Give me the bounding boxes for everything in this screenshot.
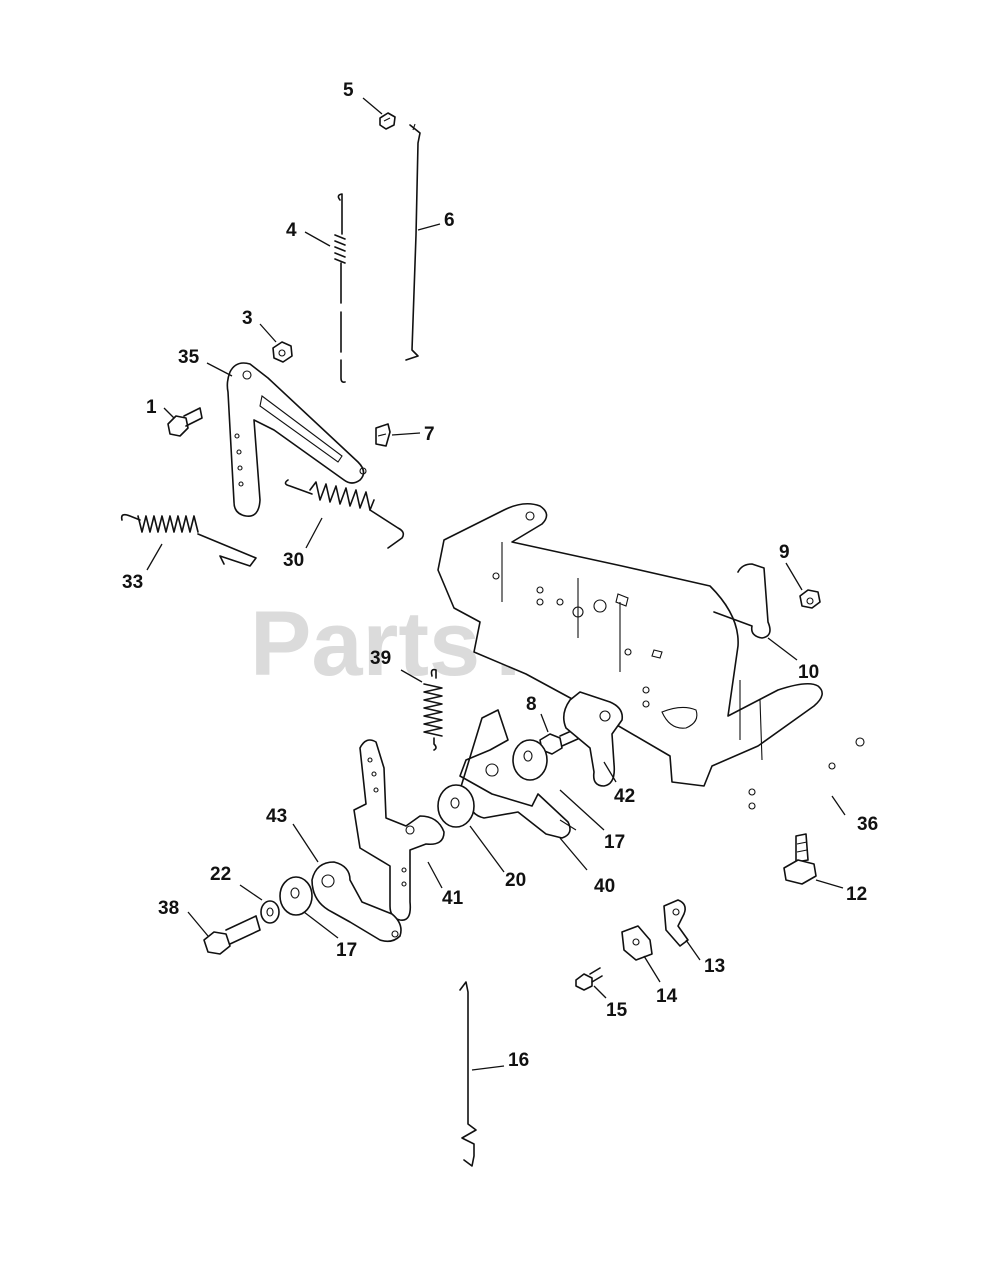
part-20-washer — [437, 784, 475, 828]
callout-7: 7 — [424, 424, 435, 445]
part-22-washer — [260, 900, 280, 924]
callout-16: 16 — [508, 1050, 529, 1071]
callout-40: 40 — [594, 876, 615, 897]
part-7-clip — [375, 423, 391, 447]
part-9-nut — [799, 589, 821, 609]
callout-30: 30 — [283, 550, 304, 571]
callout-4: 4 — [286, 220, 297, 241]
part-30-spring — [284, 479, 405, 549]
callout-14: 14 — [656, 986, 678, 1007]
callout-numbers: 5 6 4 3 35 1 7 30 33 39 8 9 10 42 36 12 … — [122, 80, 878, 1071]
part-3-nut — [272, 341, 293, 363]
callout-17-lower: 17 — [336, 940, 357, 961]
part-38-bolt — [203, 915, 261, 955]
part-17-washer-upper — [512, 739, 548, 781]
part-12-bolt — [783, 833, 817, 885]
callout-12: 12 — [846, 884, 867, 905]
part-39-spring — [423, 668, 443, 751]
callout-3: 3 — [242, 308, 253, 329]
callout-43: 43 — [266, 806, 287, 827]
callout-20: 20 — [505, 870, 526, 891]
callout-36: 36 — [857, 814, 878, 835]
part-35-bracket — [226, 362, 367, 517]
part-1-bolt — [167, 407, 203, 437]
part-43-link-plate — [311, 861, 402, 943]
callout-8: 8 — [526, 694, 537, 715]
leader-lines — [146, 97, 846, 1071]
part-10-wire-spring — [713, 563, 771, 639]
callout-5: 5 — [343, 80, 354, 101]
callout-17-upper: 17 — [604, 832, 625, 853]
callout-13: 13 — [704, 956, 725, 977]
callout-38: 38 — [158, 898, 179, 919]
callout-1: 1 — [146, 397, 157, 418]
part-36-control-plate — [437, 502, 865, 810]
callout-35: 35 — [178, 347, 200, 368]
part-33-spring — [120, 513, 257, 567]
callout-9: 9 — [779, 542, 790, 563]
part-13-clamp — [663, 899, 689, 947]
part-14-clip — [621, 925, 653, 961]
part-15-screw — [575, 967, 603, 991]
part-41-lever — [353, 739, 445, 921]
part-4-spring-wire — [334, 193, 346, 383]
callout-41: 41 — [442, 888, 464, 909]
callout-39: 39 — [370, 648, 391, 669]
callout-6: 6 — [444, 210, 455, 231]
callout-15: 15 — [606, 1000, 628, 1021]
callout-22: 22 — [210, 864, 231, 885]
part-16-rod — [459, 981, 477, 1167]
part-17-washer-lower — [279, 876, 313, 916]
part-6-rod — [405, 123, 421, 361]
part-5-screw — [379, 112, 396, 130]
callout-33: 33 — [122, 572, 143, 593]
part-42-lever — [562, 691, 624, 787]
callout-10: 10 — [798, 662, 819, 683]
callout-42: 42 — [614, 786, 635, 807]
